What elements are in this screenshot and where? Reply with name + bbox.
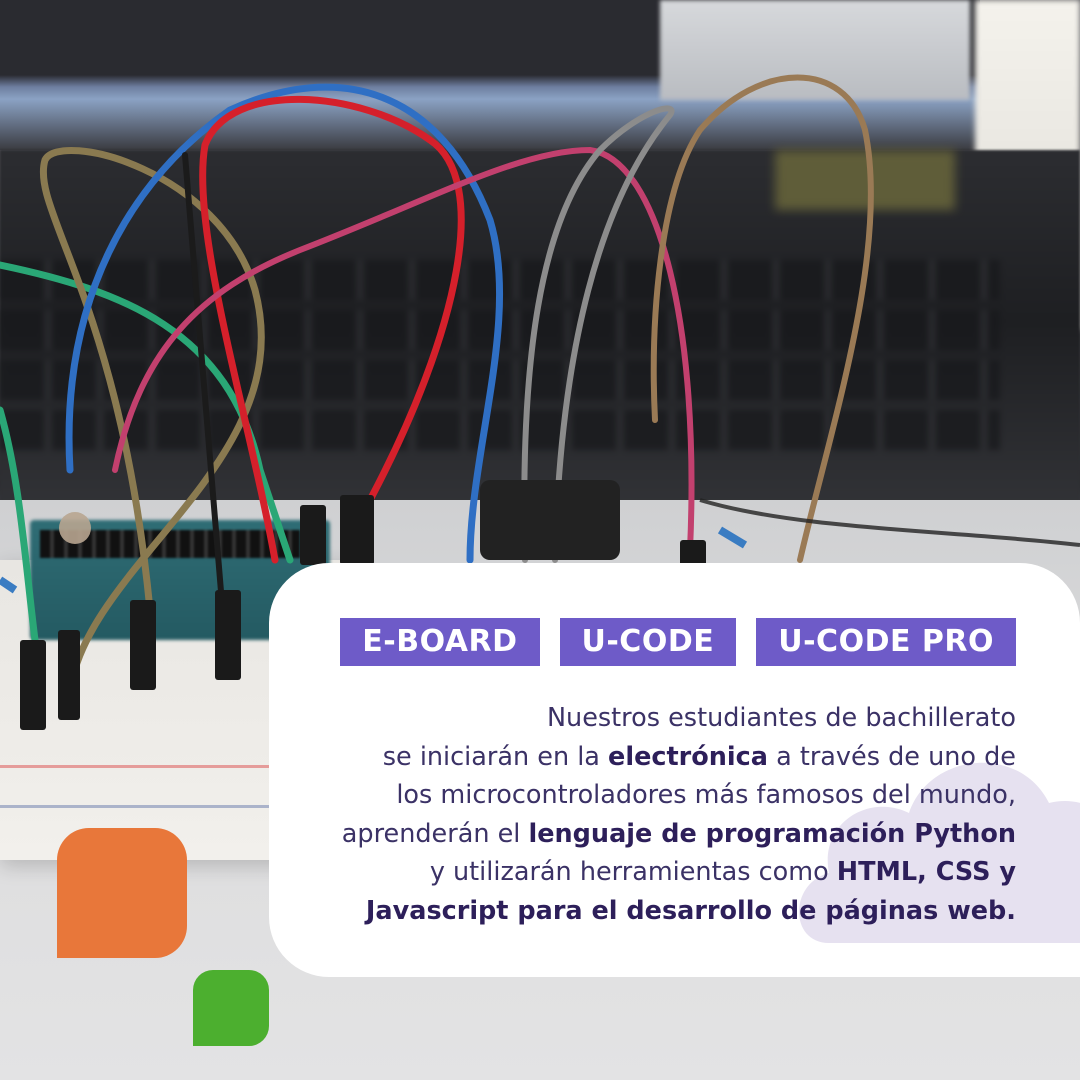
wire-gray xyxy=(521,105,675,563)
description-text: Nuestros estudiantes de bachillerato se … xyxy=(296,699,1016,930)
description-line: Nuestros estudiantes de bachillerato xyxy=(546,703,1016,733)
laptop-sticker xyxy=(775,150,955,210)
wire-magenta xyxy=(112,146,695,553)
wire-green-2 xyxy=(0,406,39,644)
product-tags: E-BOARD U-CODE U-CODE PRO xyxy=(340,618,1016,666)
breadboard-ground-rail xyxy=(0,805,300,808)
description-line: los microcontroladores más famosos del m… xyxy=(396,780,1016,810)
wire-blue xyxy=(65,83,504,564)
description-line: se iniciarán en la electrónica a través … xyxy=(382,741,1016,772)
laptop-screen-glare xyxy=(660,0,970,100)
wire-black xyxy=(182,152,228,643)
cloud-shape xyxy=(799,762,1080,943)
wire-olive xyxy=(39,146,265,694)
description-line: aprenderán el lenguaje de programación P… xyxy=(341,818,1016,849)
orange-accent-shape xyxy=(57,828,187,958)
wire-red xyxy=(199,95,465,564)
wire-brown xyxy=(650,74,874,563)
description-line: y utilizarán herramientas como HTML, CSS… xyxy=(429,857,1016,887)
breadboard-power-rail xyxy=(0,765,300,768)
tag-e-board: E-BOARD xyxy=(340,618,540,666)
green-accent-shape xyxy=(193,970,269,1046)
tag-u-code: U-CODE xyxy=(559,618,737,666)
info-card: E-BOARD U-CODE U-CODE PRO Nuestros estud… xyxy=(269,563,1080,977)
tag-u-code-pro: U-CODE PRO xyxy=(756,618,1016,666)
description-line: Javascript para el desarrollo de páginas… xyxy=(365,895,1016,926)
